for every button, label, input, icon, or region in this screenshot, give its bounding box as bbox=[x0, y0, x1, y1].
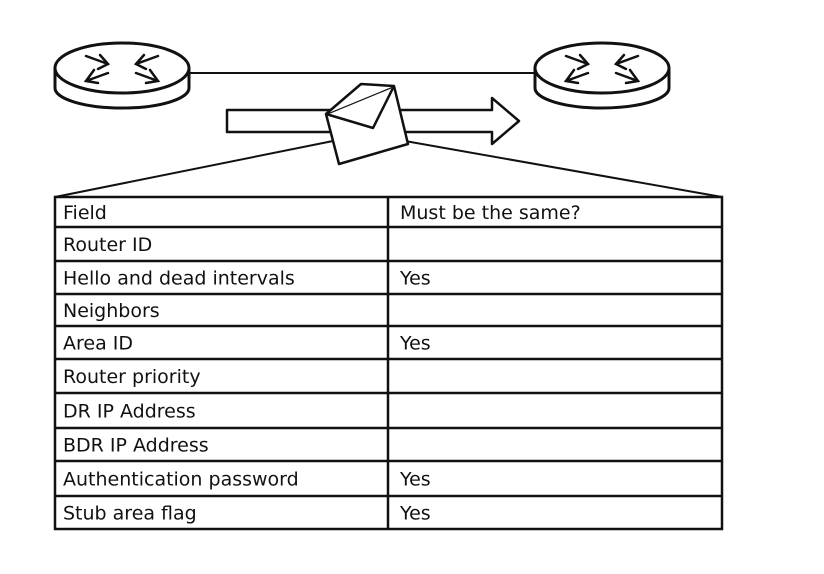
table-row: Router priority bbox=[63, 366, 201, 388]
field-name-cell: Neighbors bbox=[63, 300, 160, 322]
field-name-cell: DR IP Address bbox=[63, 401, 196, 423]
envelope-icon bbox=[324, 82, 410, 166]
router-left-icon bbox=[53, 41, 191, 110]
must-be-same-cell: Yes bbox=[399, 503, 431, 525]
field-name-cell: Stub area flag bbox=[63, 503, 197, 525]
table-row: Hello and dead intervals Yes bbox=[63, 268, 431, 290]
router-right-icon bbox=[533, 41, 671, 110]
table-row: Router ID bbox=[63, 234, 152, 256]
must-be-same-cell: Yes bbox=[399, 268, 431, 290]
field-name-cell: Router priority bbox=[63, 366, 201, 388]
callout-line-right bbox=[404, 140, 723, 198]
field-name-cell: Hello and dead intervals bbox=[63, 268, 295, 290]
table-row: BDR IP Address bbox=[63, 435, 209, 457]
must-be-same-cell: Yes bbox=[399, 333, 431, 355]
must-be-same-cell: Yes bbox=[399, 469, 431, 491]
header-must-be-same: Must be the same? bbox=[400, 202, 581, 224]
field-name-cell: BDR IP Address bbox=[63, 435, 209, 457]
table-header-row: Field Must be the same? bbox=[63, 202, 581, 224]
header-field: Field bbox=[63, 202, 107, 224]
table-row: Area ID Yes bbox=[63, 333, 431, 355]
field-name-cell: Router ID bbox=[63, 234, 152, 256]
field-name-cell: Authentication password bbox=[63, 469, 299, 491]
callout-line-left bbox=[54, 140, 334, 198]
table-row-dividers bbox=[55, 225, 722, 498]
table-row: Stub area flag Yes bbox=[63, 503, 431, 525]
hello-fields-table: Field Must be the same? Router ID Hello a… bbox=[53, 195, 724, 531]
field-name-cell: Area ID bbox=[63, 333, 133, 355]
table-row: Neighbors bbox=[63, 300, 160, 322]
table-row: DR IP Address bbox=[63, 401, 196, 423]
table-row: Authentication password Yes bbox=[63, 469, 431, 491]
